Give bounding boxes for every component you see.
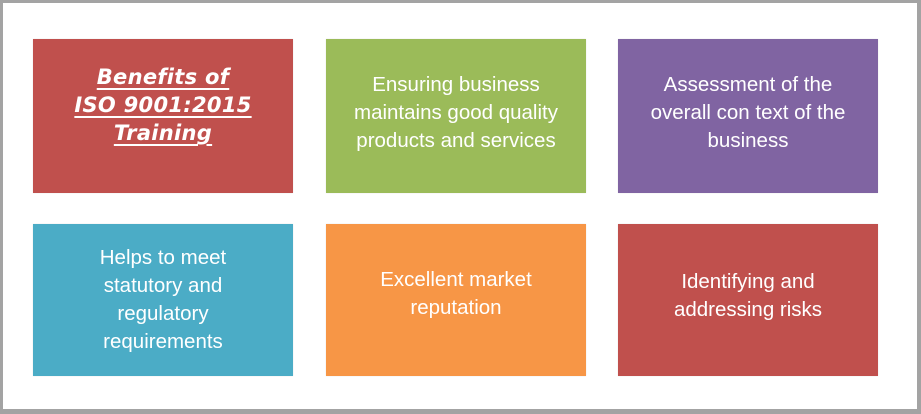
benefit-box-statutory: Helps to meet statutory and regulatory r…: [33, 224, 293, 376]
title-text: Benefits of ISO 9001:2015 Training: [74, 65, 252, 145]
benefit-text: Identifying and addressing risks: [673, 270, 823, 321]
benefit-text: Excellent market reputation: [380, 268, 532, 319]
title-box: Benefits of ISO 9001:2015 Training: [33, 39, 293, 193]
benefit-text: Assessment of the overall con text of th…: [650, 73, 846, 152]
benefit-text: Ensuring business maintains good quality…: [354, 73, 558, 152]
benefit-box-context: Assessment of the overall con text of th…: [618, 39, 878, 193]
benefit-box-quality: Ensuring business maintains good quality…: [326, 39, 586, 193]
benefit-box-reputation: Excellent market reputation: [326, 224, 586, 376]
benefit-text: Helps to meet statutory and regulatory r…: [99, 246, 227, 353]
benefit-box-risks: Identifying and addressing risks: [618, 224, 878, 376]
diagram-canvas: Benefits of ISO 9001:2015 Training Ensur…: [3, 3, 917, 409]
